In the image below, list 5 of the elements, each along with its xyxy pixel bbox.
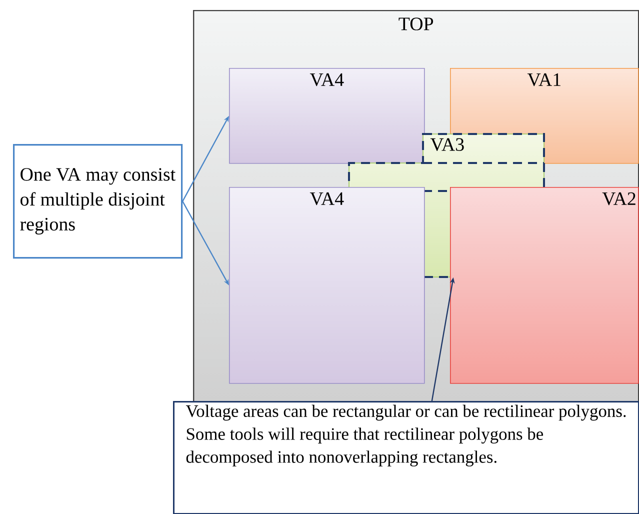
voltage-area-box: VA4 bbox=[229, 68, 425, 164]
callout-box: One VA may consist of multiple disjoint regions bbox=[13, 144, 183, 259]
callout-box: Voltage areas can be rectangular or can be rectilinear polygons. Some tools will require that rectilinear polygons be decomposed into nonoverlapping rectangles. bbox=[173, 400, 639, 514]
voltage-area-box: VA2 bbox=[450, 186, 639, 384]
voltage-area-box: VA4 bbox=[229, 186, 425, 384]
